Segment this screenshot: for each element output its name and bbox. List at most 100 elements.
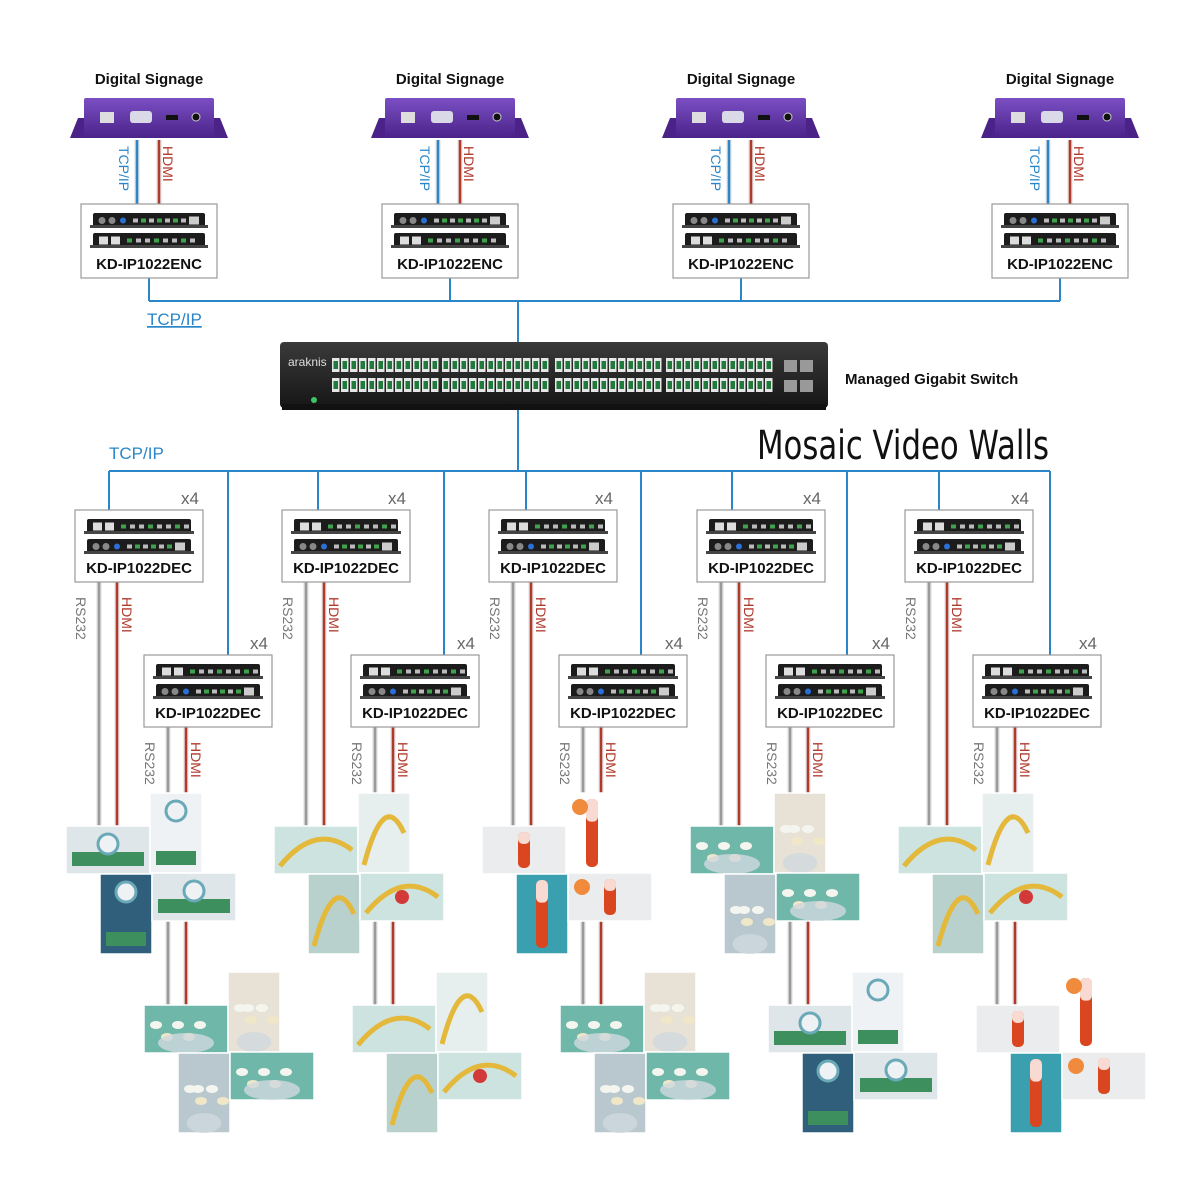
decoder-box: KD-IP1022DEC (696, 509, 826, 583)
terminal (1056, 238, 1061, 243)
terminal (165, 218, 170, 223)
model-label: KD-IP1022DEC (362, 705, 468, 722)
switch-port-led (676, 381, 681, 389)
hdmi-cable-label: HDMI (949, 597, 965, 633)
switch-port-led (542, 381, 547, 389)
unit-feet (706, 531, 816, 534)
terminal (253, 669, 258, 674)
terminal (755, 238, 760, 243)
terminal (342, 544, 347, 549)
ethernet-port (401, 112, 415, 123)
switch-port-led (387, 381, 392, 389)
pill-shape (674, 1068, 686, 1076)
switch-port-led (369, 381, 374, 389)
tcpip-cable-label: TCP/IP (708, 146, 724, 191)
quantity-badge: x4 (388, 489, 406, 508)
model-label: KD-IP1022DEC (916, 560, 1022, 577)
tube-shape (902, 836, 978, 868)
terminal (167, 544, 172, 549)
pill-shape (672, 1004, 684, 1012)
hdmi-cable-label: HDMI (326, 597, 342, 633)
switch-port-led (423, 361, 428, 369)
terminal (1068, 218, 1073, 223)
model-label: KD-IP1022DEC (777, 705, 883, 722)
pill-shape (192, 1085, 204, 1093)
device-unit-top (291, 519, 401, 534)
terminal (411, 689, 416, 694)
knob (309, 543, 317, 550)
switch-port-led (712, 361, 717, 369)
switch-port-led (470, 361, 475, 369)
ethernet-port (1011, 112, 1025, 123)
wall-screen (1009, 1052, 1063, 1134)
switch-port-led (497, 381, 502, 389)
device-unit-bottom (84, 539, 194, 554)
glove-shape (660, 1080, 716, 1100)
terminal (435, 689, 440, 694)
terminal (1055, 669, 1060, 674)
unit-feet (84, 551, 194, 554)
switch-port-led (506, 381, 511, 389)
model-label: KD-IP1022DEC (86, 560, 192, 577)
switch-label: Managed Gigabit Switch (845, 371, 1018, 388)
terminal (764, 238, 769, 243)
power-led (311, 397, 317, 403)
test-tube-cap (518, 832, 530, 844)
terminal (419, 689, 424, 694)
hdmi-cable-label: HDMI (461, 146, 477, 182)
switch-port-led (542, 361, 547, 369)
knob (108, 217, 116, 224)
terminal (1064, 669, 1069, 674)
terminal (1083, 238, 1088, 243)
video-walls (65, 792, 1147, 1134)
terminal (806, 524, 811, 529)
terminal (1049, 689, 1054, 694)
device-unit-bottom (360, 684, 470, 699)
pill-shape (804, 889, 816, 897)
switch-port-led (360, 361, 365, 369)
terminal (460, 669, 465, 674)
terminal (1084, 218, 1089, 223)
switch-port-led (685, 381, 690, 389)
switch-port-led (479, 361, 484, 369)
wall-screen (981, 792, 1035, 874)
terminal (442, 218, 447, 223)
terminal (196, 689, 201, 694)
glove-shape (732, 934, 768, 954)
terminal (788, 524, 793, 529)
status-led (736, 543, 742, 550)
terminal (217, 669, 222, 674)
terminal (553, 524, 558, 529)
knob (724, 543, 732, 550)
unit-feet (1001, 245, 1119, 248)
wall-screen (357, 792, 411, 874)
tube-shape (356, 1015, 432, 1047)
mosaic-video-wall (351, 971, 523, 1134)
switch-port-led (452, 381, 457, 389)
terminal (761, 524, 766, 529)
switch-port-led (524, 381, 529, 389)
knob (714, 543, 722, 550)
switch-port-led (592, 381, 597, 389)
switch-port-led (637, 361, 642, 369)
terminal (139, 524, 144, 529)
pill-shape (610, 1021, 622, 1029)
switch-port-led (583, 361, 588, 369)
terminal (458, 218, 463, 223)
mosaic-video-wall (897, 792, 1069, 955)
terminal (969, 524, 974, 529)
decoder-box: KD-IP1022DEC (350, 654, 480, 728)
terminal (773, 218, 778, 223)
ethernet-port (93, 522, 102, 531)
ethernet-port (381, 667, 390, 676)
switch-port-led (667, 361, 672, 369)
mosaic-video-wall (143, 971, 315, 1134)
tube-shape (442, 1062, 518, 1094)
device-unit-bottom (682, 233, 800, 248)
switch-port-led (414, 381, 419, 389)
model-label: KD-IP1022DEC (500, 560, 606, 577)
status-led (321, 543, 327, 550)
decoder-box: KD-IP1022DEC (904, 509, 1034, 583)
terminal (598, 524, 603, 529)
